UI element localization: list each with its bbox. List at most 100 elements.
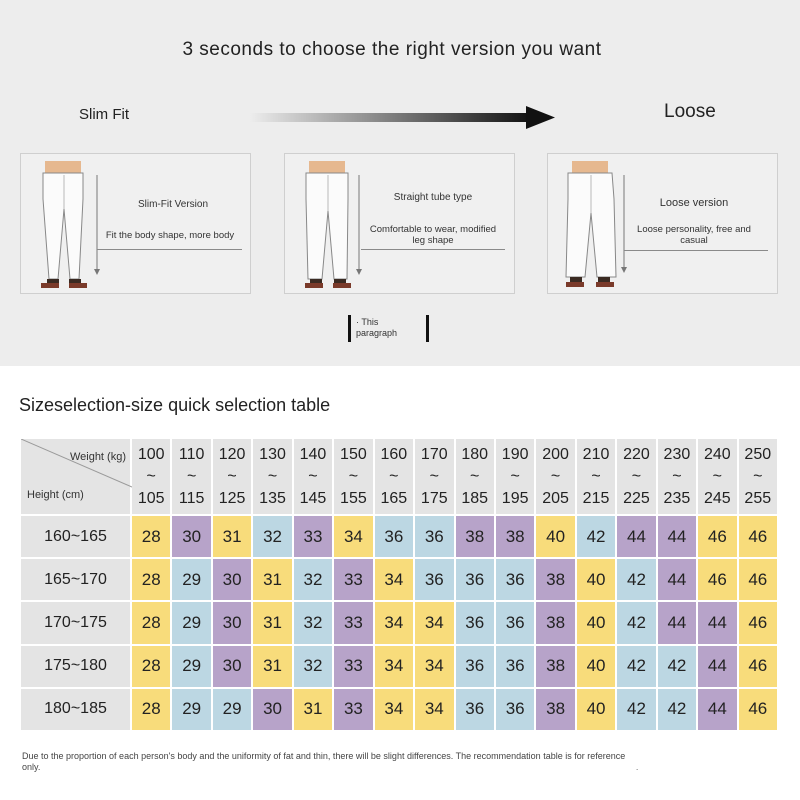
- fit-comparison-panel: 3 seconds to choose the right version yo…: [0, 0, 800, 366]
- size-cell: 44: [696, 600, 739, 646]
- weight-to: 145: [299, 489, 327, 507]
- size-cell: 36: [372, 513, 416, 560]
- weight-range-header: 230~235: [655, 437, 699, 516]
- weight-sep: ~: [672, 467, 682, 485]
- size-cell: 31: [251, 557, 294, 603]
- size-cell: 38: [453, 513, 496, 560]
- size-cell: 32: [291, 643, 335, 689]
- weight-to: 255: [744, 489, 772, 507]
- footnote: Due to the proportion of each person's b…: [22, 751, 626, 772]
- loose-pants-icon: [565, 161, 627, 287]
- size-cell: 46: [736, 600, 780, 646]
- weight-from: 180: [461, 445, 489, 463]
- weight-to: 175: [420, 489, 448, 507]
- weight-from: 160: [380, 445, 408, 463]
- weight-to: 155: [340, 489, 367, 507]
- size-cell: 46: [736, 513, 780, 560]
- weight-from: 170: [420, 445, 448, 463]
- size-cell: 38: [534, 686, 577, 733]
- size-cell: 29: [170, 643, 213, 689]
- size-cell: 32: [251, 513, 294, 560]
- weight-sep: ~: [227, 467, 237, 485]
- divider: [97, 249, 242, 250]
- fit-card-slim: Slim-Fit Version Fit the body shape, mor…: [20, 153, 251, 294]
- size-cell: 34: [413, 643, 456, 689]
- size-cell: 36: [493, 686, 537, 733]
- bracket-right: [426, 315, 429, 342]
- size-cell: 31: [291, 686, 335, 733]
- fit-card-title: Straight tube type: [393, 192, 473, 203]
- size-cell: 40: [574, 557, 618, 603]
- weight-to: 215: [582, 489, 610, 507]
- size-cell: 44: [615, 513, 658, 560]
- size-cell: 46: [736, 686, 780, 733]
- weight-range-header: 170 ~175: [413, 437, 456, 516]
- slim-fit-label: Slim Fit: [79, 106, 129, 123]
- weight-sep: ~: [712, 467, 723, 485]
- size-cell: 44: [655, 600, 699, 646]
- size-cell: 36: [453, 557, 496, 603]
- size-cell: 42: [655, 643, 699, 689]
- size-cell: 33: [332, 643, 375, 689]
- weight-from: 200: [542, 445, 569, 463]
- slim-pants-icon: [41, 161, 100, 288]
- trailing-mark: .: [636, 763, 639, 772]
- straight-pants-icon: [305, 161, 362, 288]
- weight-from: 230: [663, 445, 691, 463]
- weight-range-header: 110~115: [170, 437, 213, 516]
- size-cell: 44: [655, 557, 699, 603]
- weight-from: 100: [137, 445, 165, 463]
- weight-range-header: 130~135: [251, 437, 294, 516]
- weight-to: 185: [461, 489, 489, 507]
- weight-range-header: 140~145: [291, 437, 335, 516]
- weight-to: 205: [542, 489, 569, 507]
- size-cell: 36: [493, 600, 537, 646]
- fit-card-title: Slim-Fit Version: [137, 199, 208, 210]
- weight-from: 250: [744, 445, 772, 463]
- size-cell: 28: [129, 643, 173, 689]
- fit-card-straight: Straight tube type Comfortable to wear, …: [284, 153, 515, 294]
- size-cell: 32: [291, 600, 335, 646]
- weight-from: 210: [582, 445, 610, 463]
- loose-label: Loose: [664, 101, 716, 122]
- size-cell: 33: [291, 513, 335, 560]
- size-cell: 30: [251, 686, 294, 733]
- weight-sep: ~: [146, 467, 156, 485]
- weight-range-header: 120~125: [210, 437, 254, 516]
- size-cell: 40: [574, 643, 618, 689]
- size-cell: 42: [615, 600, 658, 646]
- size-cell: 38: [493, 513, 537, 560]
- size-cell: 33: [332, 600, 375, 646]
- weight-range-header: 180~185: [453, 437, 496, 516]
- size-cell: 44: [655, 513, 699, 560]
- weight-from: 120: [218, 445, 246, 463]
- weight-sep: ~: [591, 467, 601, 485]
- fit-card-desc: Fit the body shape, more body: [105, 230, 235, 241]
- weight-axis-label: Weight (kg): [69, 451, 126, 463]
- weight-sep: ~: [429, 467, 439, 485]
- weight-range-header: 200~205: [534, 437, 577, 516]
- size-cell: 32: [291, 557, 335, 603]
- size-cell: 46: [696, 513, 739, 560]
- weight-to: 165: [380, 489, 408, 507]
- height-range-cell: 170~175: [19, 600, 132, 646]
- size-cell: 36: [413, 513, 456, 560]
- size-cell: 42: [655, 686, 699, 733]
- divider: [361, 249, 505, 250]
- size-cell: 31: [251, 643, 294, 689]
- size-table-title: Sizeselection-size quick selection table: [19, 395, 331, 415]
- weight-range-header: 210 ~215: [574, 437, 618, 516]
- size-cell: 36: [453, 686, 496, 733]
- size-cell: 46: [736, 643, 780, 689]
- size-cell: 34: [332, 513, 375, 560]
- divider: [624, 250, 768, 251]
- size-cell: 30: [210, 557, 254, 603]
- fit-card-desc: Comfortable to wear, modified leg shape: [369, 224, 497, 246]
- weight-range-header: 160~165: [372, 437, 416, 516]
- size-cell: 38: [534, 557, 577, 603]
